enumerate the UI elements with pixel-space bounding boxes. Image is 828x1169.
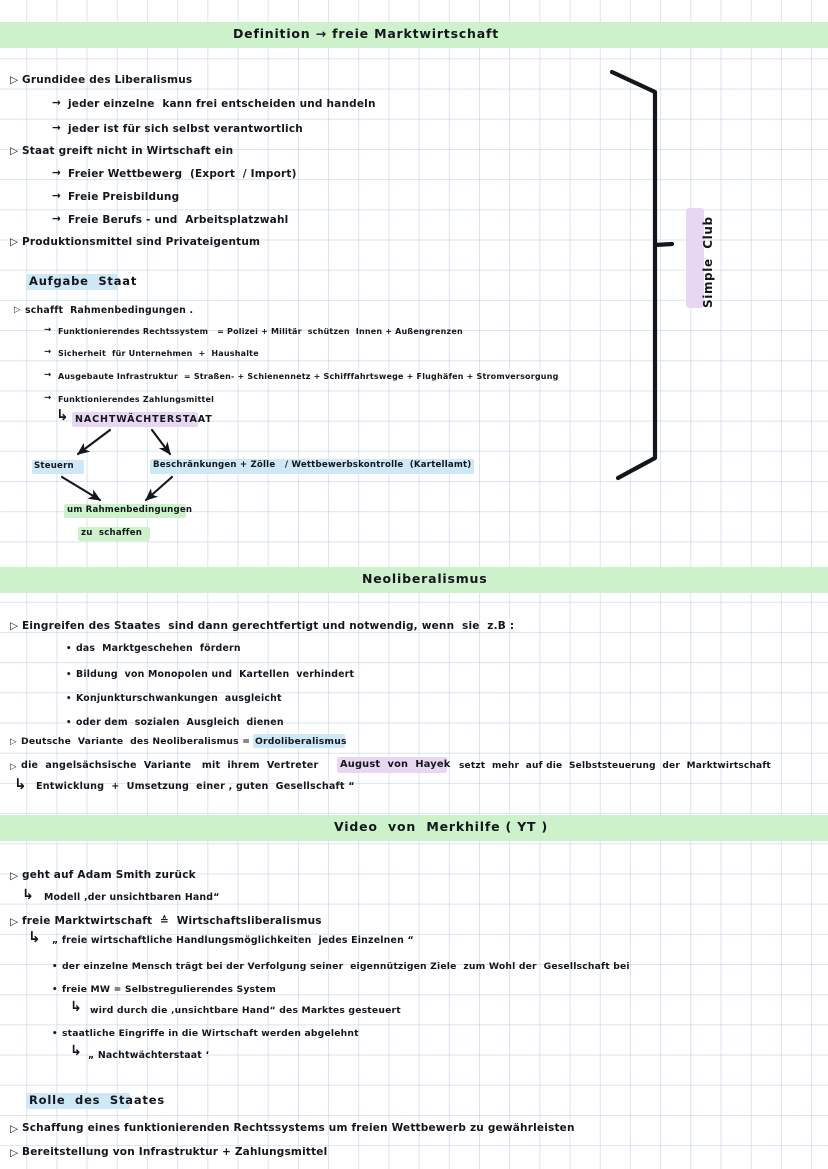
highlight-simple-club	[686, 208, 704, 308]
aufgabe-staat-item-1: Funktionierendes Rechtssystem = Polizei …	[58, 327, 463, 336]
definition-bullet-3: Produktionsmittel sind Privateigentum	[22, 236, 261, 248]
video-line-8: staatliche Eingriffe in die Wirtschaft w…	[62, 1028, 359, 1039]
definition-sub-2-1: Freier Wettbewerg (Export / Import)	[68, 168, 297, 180]
definition-bullet-1: Grundidee des Liberalismus	[22, 74, 193, 86]
bracket-label-simple-club: Simple Club	[701, 216, 715, 308]
bullet-marker: ▷	[10, 145, 19, 157]
neoliberalismus-sub-arrow: Entwicklung + Umsetzung einer , guten Ge…	[36, 781, 355, 792]
keyword-ordoliberalismus: Ordoliberalismus	[255, 736, 347, 747]
keyword-nachtwaechterstaat: NACHTWÄCHTERSTAAT	[75, 414, 213, 425]
video-line-7: wird durch die ‚unsichtbare Hand“ des Ma…	[90, 1005, 401, 1016]
bullet-marker: ▷	[10, 870, 19, 882]
arrow-glyph: →	[44, 393, 52, 403]
arrow-glyph: →	[44, 347, 52, 357]
highlight-ordoliberalismus	[253, 734, 345, 748]
bullet-marker: ▷	[10, 236, 19, 248]
neoliberalismus-bullet-2-pre: die angelsächsische Variante mit ihrem V…	[21, 760, 326, 771]
dot-marker: •	[66, 694, 72, 704]
hook-arrow-glyph: ↳	[14, 775, 27, 793]
bullet-marker: ▷	[10, 620, 19, 632]
aufgabe-staat-item-4: Funktionierendes Zahlungsmittel	[58, 395, 215, 404]
section-band-neoliberalismus	[0, 567, 828, 593]
hook-arrow-glyph: ↳	[70, 999, 82, 1015]
diagram-node-bottom-line1: um Rahmenbedingungen	[67, 505, 193, 515]
diagram-node-steuern: Steuern	[34, 461, 74, 471]
bullet-marker: ▷	[10, 762, 17, 772]
highlight-nachtwaechterstaat	[72, 412, 198, 427]
bracket-stroke	[609, 69, 675, 481]
section-header-video: Video von Merkhilfe ( YT )	[334, 819, 549, 834]
diagram-node-bottom-line2: zu schaffen	[81, 528, 143, 538]
definition-sub-2-2: Freie Preisbildung	[68, 191, 180, 203]
dot-marker: •	[66, 718, 72, 728]
arrow-glyph: →	[52, 190, 61, 202]
aufgabe-staat-item-3: Ausgebaute Infrastruktur = Straßen- + Sc…	[58, 372, 559, 381]
highlight-aufgabe-staat	[26, 274, 118, 290]
bullet-marker: ▷	[10, 74, 19, 86]
definition-bullet-2: Staat greift nicht in Wirtschaft ein	[22, 145, 234, 157]
neoliberalismus-bullet-1-pre: Deutsche Variante des Neoliberalismus =	[21, 736, 257, 747]
bullet-marker: ▷	[10, 737, 17, 747]
neoliberalismus-dot-1: das Marktgeschehen fördern	[76, 643, 241, 654]
keyword-august-von-hayek: August von Hayek	[340, 759, 451, 770]
bullet-marker: ▷	[14, 305, 21, 315]
dot-marker: •	[66, 670, 72, 680]
hook-arrow-glyph: ↳	[22, 887, 34, 903]
hook-arrow-glyph: ↳	[28, 928, 41, 946]
video-line-9: „ Nachtwächterstaat ‘	[88, 1050, 210, 1061]
highlight-rolle-des-staates	[26, 1093, 130, 1109]
hook-arrow-glyph: ↳	[70, 1043, 82, 1059]
diagram-node-beschraenkungen: Beschränkungen + Zölle / Wettbewerbskont…	[153, 460, 472, 470]
section-header-aufgabe-staat: Aufgabe Staat	[29, 274, 138, 288]
highlight-rahmenbedingungen-1	[64, 504, 186, 518]
dot-marker: •	[52, 962, 58, 972]
arrow-glyph: →	[44, 325, 52, 335]
video-line-5: der einzelne Mensch trägt bei der Verfol…	[62, 961, 630, 972]
neoliberalismus-dot-3: Konjunkturschwankungen ausgleicht	[76, 693, 282, 704]
aufgabe-staat-item-2: Sicherheit für Unternehmen + Haushalte	[58, 349, 259, 358]
video-line-6: freie MW = Selbstregulierendes System	[62, 984, 277, 995]
section-header-definition: Definition → freie Marktwirtschaft	[233, 26, 499, 41]
bullet-marker: ▷	[10, 1123, 19, 1135]
section-header-neoliberalismus: Neoliberalismus	[362, 571, 488, 586]
arrow-glyph: →	[52, 122, 61, 134]
section-header-rolle-des-staates: Rolle des Staates	[29, 1093, 165, 1107]
dot-marker: •	[66, 644, 72, 654]
neoliberalismus-lead: Eingreifen des Staates sind dann gerecht…	[22, 620, 515, 632]
arrow-glyph: →	[52, 97, 61, 109]
bullet-marker: ▷	[10, 916, 19, 928]
neoliberalismus-dot-4: oder dem sozialen Ausgleich dienen	[76, 717, 284, 728]
arrow-glyph: →	[52, 213, 61, 225]
bullet-marker: ▷	[10, 1147, 19, 1159]
definition-sub-2-3: Freie Berufs - und Arbeitsplatzwahl	[68, 214, 289, 226]
video-line-2: Modell ‚der unsichtbaren Hand“	[44, 892, 220, 903]
highlight-beschraenkungen	[150, 459, 474, 474]
highlight-august-von-hayek	[337, 757, 447, 773]
section-band-definition	[0, 22, 828, 48]
video-line-3: freie Marktwirtschaft ≙ Wirtschaftsliber…	[22, 915, 322, 927]
arrow-glyph: →	[52, 167, 61, 179]
dot-marker: •	[52, 985, 58, 995]
aufgabe-staat-lead: schafft Rahmenbedingungen .	[25, 305, 194, 316]
definition-sub-1-2: jeder ist für sich selbst verantwortlich	[68, 123, 303, 135]
definition-sub-1-1: jeder einzelne kann frei entscheiden und…	[68, 98, 376, 110]
highlight-rahmenbedingungen-2	[78, 527, 150, 541]
arrow-glyph: →	[44, 370, 52, 380]
hook-arrow-glyph: ↳	[56, 406, 69, 424]
section-band-video	[0, 815, 828, 841]
dot-marker: •	[52, 1029, 58, 1039]
neoliberalismus-dot-2: Bildung von Monopolen und Kartellen verh…	[76, 669, 355, 680]
video-line-1: geht auf Adam Smith zurück	[22, 869, 196, 881]
neoliberalismus-bullet-2-post: setzt mehr auf die Selbststeuerung der M…	[449, 761, 771, 771]
video-line-4: „ freie wirtschaftliche Handlungsmöglich…	[52, 935, 414, 946]
highlight-steuern	[32, 460, 84, 474]
rolle-bullet-2: Bereitstellung von Infrastruktur + Zahlu…	[22, 1146, 328, 1158]
rolle-bullet-1: Schaffung eines funktionierenden Rechtss…	[22, 1122, 575, 1134]
